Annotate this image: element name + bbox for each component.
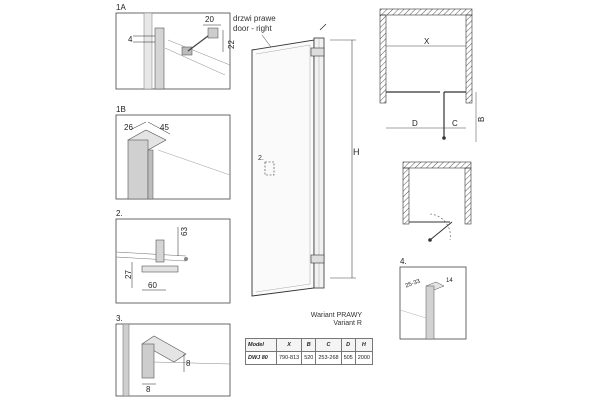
- dim-63: 63: [180, 227, 189, 236]
- door-label-pl: drzwi prawe: [233, 14, 276, 23]
- right-wall: [465, 14, 473, 104]
- spec-cell-model: DWJ 80: [245, 351, 277, 365]
- wall-profile: [122, 323, 130, 397]
- variant-en: Variant R: [333, 320, 362, 327]
- detail-1b-label: 1B: [116, 105, 126, 114]
- profile-body: [127, 139, 149, 200]
- spec-cell-h: 2000: [354, 351, 374, 365]
- detail-2-label: 2.: [116, 209, 123, 218]
- plan-x-label: X: [424, 37, 430, 46]
- stabilizer-stub: [319, 23, 327, 31]
- left-wall: [379, 14, 387, 104]
- plan-c-label: C: [452, 119, 458, 128]
- dim-4: 4: [128, 35, 133, 44]
- handle-post: [155, 239, 165, 263]
- dim-line: [147, 121, 171, 135]
- wall-profile: [143, 12, 153, 90]
- handle-callout-box: [264, 161, 275, 176]
- detail-4: 4. 25-33 14: [399, 257, 467, 340]
- glass-edge: [164, 47, 226, 76]
- door-swing-open: [429, 221, 453, 241]
- spec-header-h: H: [354, 338, 374, 352]
- back-wall: [379, 8, 473, 16]
- spec-header-d: D: [340, 338, 356, 352]
- detail-1a-label: 1A: [116, 3, 126, 12]
- handle-dot: [428, 238, 432, 242]
- door-label-en: door - right: [233, 24, 272, 33]
- variant-pl: Wariant PRAWY: [310, 312, 362, 319]
- spec-header-model: Model: [245, 338, 277, 352]
- handle-base: [141, 265, 179, 273]
- height-label: H: [353, 147, 360, 157]
- spec-header-b: B: [301, 338, 317, 352]
- dim-25-33: 25-33: [405, 278, 422, 289]
- detail-4-label: 4.: [400, 257, 407, 266]
- spec-header-row: Model X B C D H: [245, 338, 374, 352]
- spec-cell-d: 505: [340, 351, 356, 365]
- glass-panel: [255, 44, 311, 293]
- plan-view: X D C B: [379, 8, 486, 142]
- profile-body: [425, 285, 435, 340]
- spec-header-x: X: [275, 338, 303, 352]
- dim-8-horizontal: 8: [146, 385, 151, 394]
- detail-1a: 1A 20 4 22: [115, 3, 236, 90]
- handle-dot: [442, 136, 446, 140]
- top-hinge: [310, 47, 325, 57]
- stabilizer-clamp: [181, 46, 193, 56]
- spec-header-c: C: [315, 338, 342, 352]
- detail-3-label: 3.: [116, 314, 123, 323]
- dim-45: 45: [160, 123, 169, 132]
- detail-1a-frame: [115, 12, 231, 90]
- main-door-view: drzwi prawe door - right 2. H: [233, 14, 360, 297]
- door-profile: [154, 27, 165, 90]
- spec-cell-c: 253-268: [315, 351, 342, 365]
- dim-20: 20: [205, 15, 214, 24]
- spec-cell-b: 520: [301, 351, 317, 365]
- detail-1b: 1B 26 45: [115, 105, 231, 200]
- glass-edge: [399, 309, 427, 319]
- hinge-pin: [184, 257, 188, 261]
- door-leaf: [251, 39, 315, 297]
- plan-b-label: B: [477, 117, 486, 122]
- swing-plan-view: [402, 161, 472, 242]
- back-wall: [402, 161, 472, 169]
- dim-8-vertical: 8: [186, 359, 191, 368]
- spec-cell-x: 790-813: [275, 351, 303, 365]
- dim-line: [129, 121, 147, 131]
- spec-table: Model X B C D H DWJ 80 790-813 520 253-2…: [245, 338, 374, 365]
- bottom-hinge: [310, 254, 325, 264]
- dim-60: 60: [148, 281, 157, 290]
- spec-data-row: DWJ 80 790-813 520 253-268 505 2000: [245, 351, 374, 365]
- seal-profile: [141, 343, 155, 379]
- door-bottom-edge: [115, 256, 187, 262]
- detail-2-frame: [115, 218, 231, 304]
- dim-27: 27: [124, 270, 133, 279]
- glass-edge: [167, 39, 231, 66]
- right-wall: [464, 167, 472, 225]
- wall-bracket: [207, 27, 219, 39]
- dim-14: 14: [446, 278, 453, 284]
- profile-side: [147, 149, 154, 200]
- glass-edge: [153, 361, 231, 365]
- detail-2: 2. 63 27 60: [115, 209, 231, 304]
- callout-2: 2.: [258, 155, 264, 162]
- left-wall: [402, 167, 410, 225]
- swing-arc: [429, 213, 451, 241]
- plan-d-label: D: [412, 119, 418, 128]
- glass-edge: [157, 149, 231, 176]
- detail-3: 3. 8 8: [115, 314, 231, 397]
- dim-22: 22: [227, 40, 236, 49]
- dim-26: 26: [124, 123, 133, 132]
- door-bottom-edge: [115, 251, 187, 257]
- variant-caption: Wariant PRAWY Variant R: [300, 312, 362, 328]
- seal-top: [141, 335, 187, 363]
